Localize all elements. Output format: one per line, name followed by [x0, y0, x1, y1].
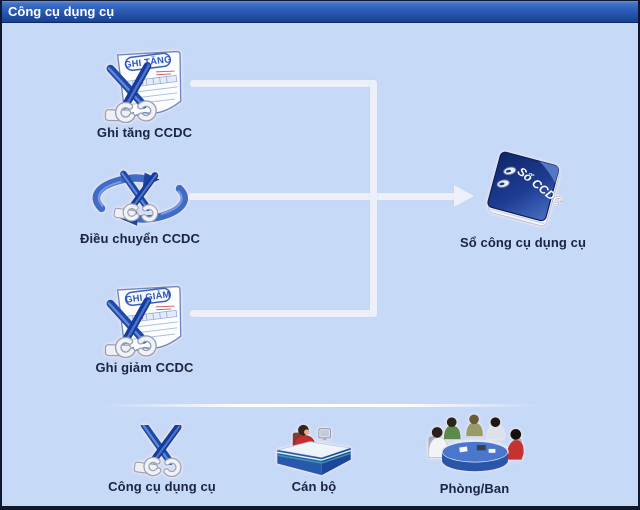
department-meeting-icon — [427, 414, 524, 472]
footer-label-phong-ban: Phòng/Ban — [439, 481, 510, 496]
node-dieu-chuyen-ccdc[interactable]: Điều chuyển CCDC — [80, 167, 200, 246]
node-so-ccdc[interactable]: Sổ CCDC Sổ công cụ dụng cụ — [460, 151, 586, 250]
transfer-cycle-icon — [92, 167, 188, 226]
tools-icon — [122, 425, 202, 477]
window-titlebar: Công cụ dụng cụ — [2, 1, 638, 23]
footer-item-phong-ban[interactable]: Phòng/Ban — [407, 413, 542, 496]
flow-line-top — [190, 80, 377, 87]
footer-item-can-bo[interactable]: Cán bộ — [254, 421, 374, 494]
flow-line-trunk — [370, 80, 377, 317]
node-label-ghi-tang: Ghi tăng CCDC — [96, 125, 193, 140]
footer-label-can-bo: Cán bộ — [291, 479, 337, 494]
flow-arrow-icon — [454, 185, 474, 207]
node-ghi-tang-ccdc[interactable]: GHI TĂNG Ghi tăng CCDC — [87, 47, 202, 140]
flow-line-middle — [188, 193, 456, 200]
footer-item-cong-cu-dung-cu[interactable]: Công cụ dụng cụ — [102, 425, 222, 494]
window-title: Công cụ dụng cụ — [8, 4, 115, 19]
ledger-book-icon: Sổ CCDC — [487, 151, 565, 227]
node-label-dieu-chuyen: Điều chuyển CCDC — [79, 231, 201, 246]
node-label-so-ccdc: Sổ công cụ dụng cụ — [459, 235, 587, 250]
section-divider — [102, 404, 542, 407]
document-decrease-icon: GHI GIẢM — [95, 282, 195, 358]
flow-line-bottom — [190, 310, 377, 317]
node-ghi-giam-ccdc[interactable]: GHI GIẢM Ghi giảm CCDC — [87, 282, 202, 375]
staff-desk-icon — [277, 424, 351, 476]
footer-label-cong-cu-dung-cu: Công cụ dụng cụ — [108, 479, 216, 494]
node-label-ghi-giam: Ghi giảm CCDC — [95, 360, 194, 375]
document-increase-icon: GHI TĂNG — [95, 47, 195, 123]
